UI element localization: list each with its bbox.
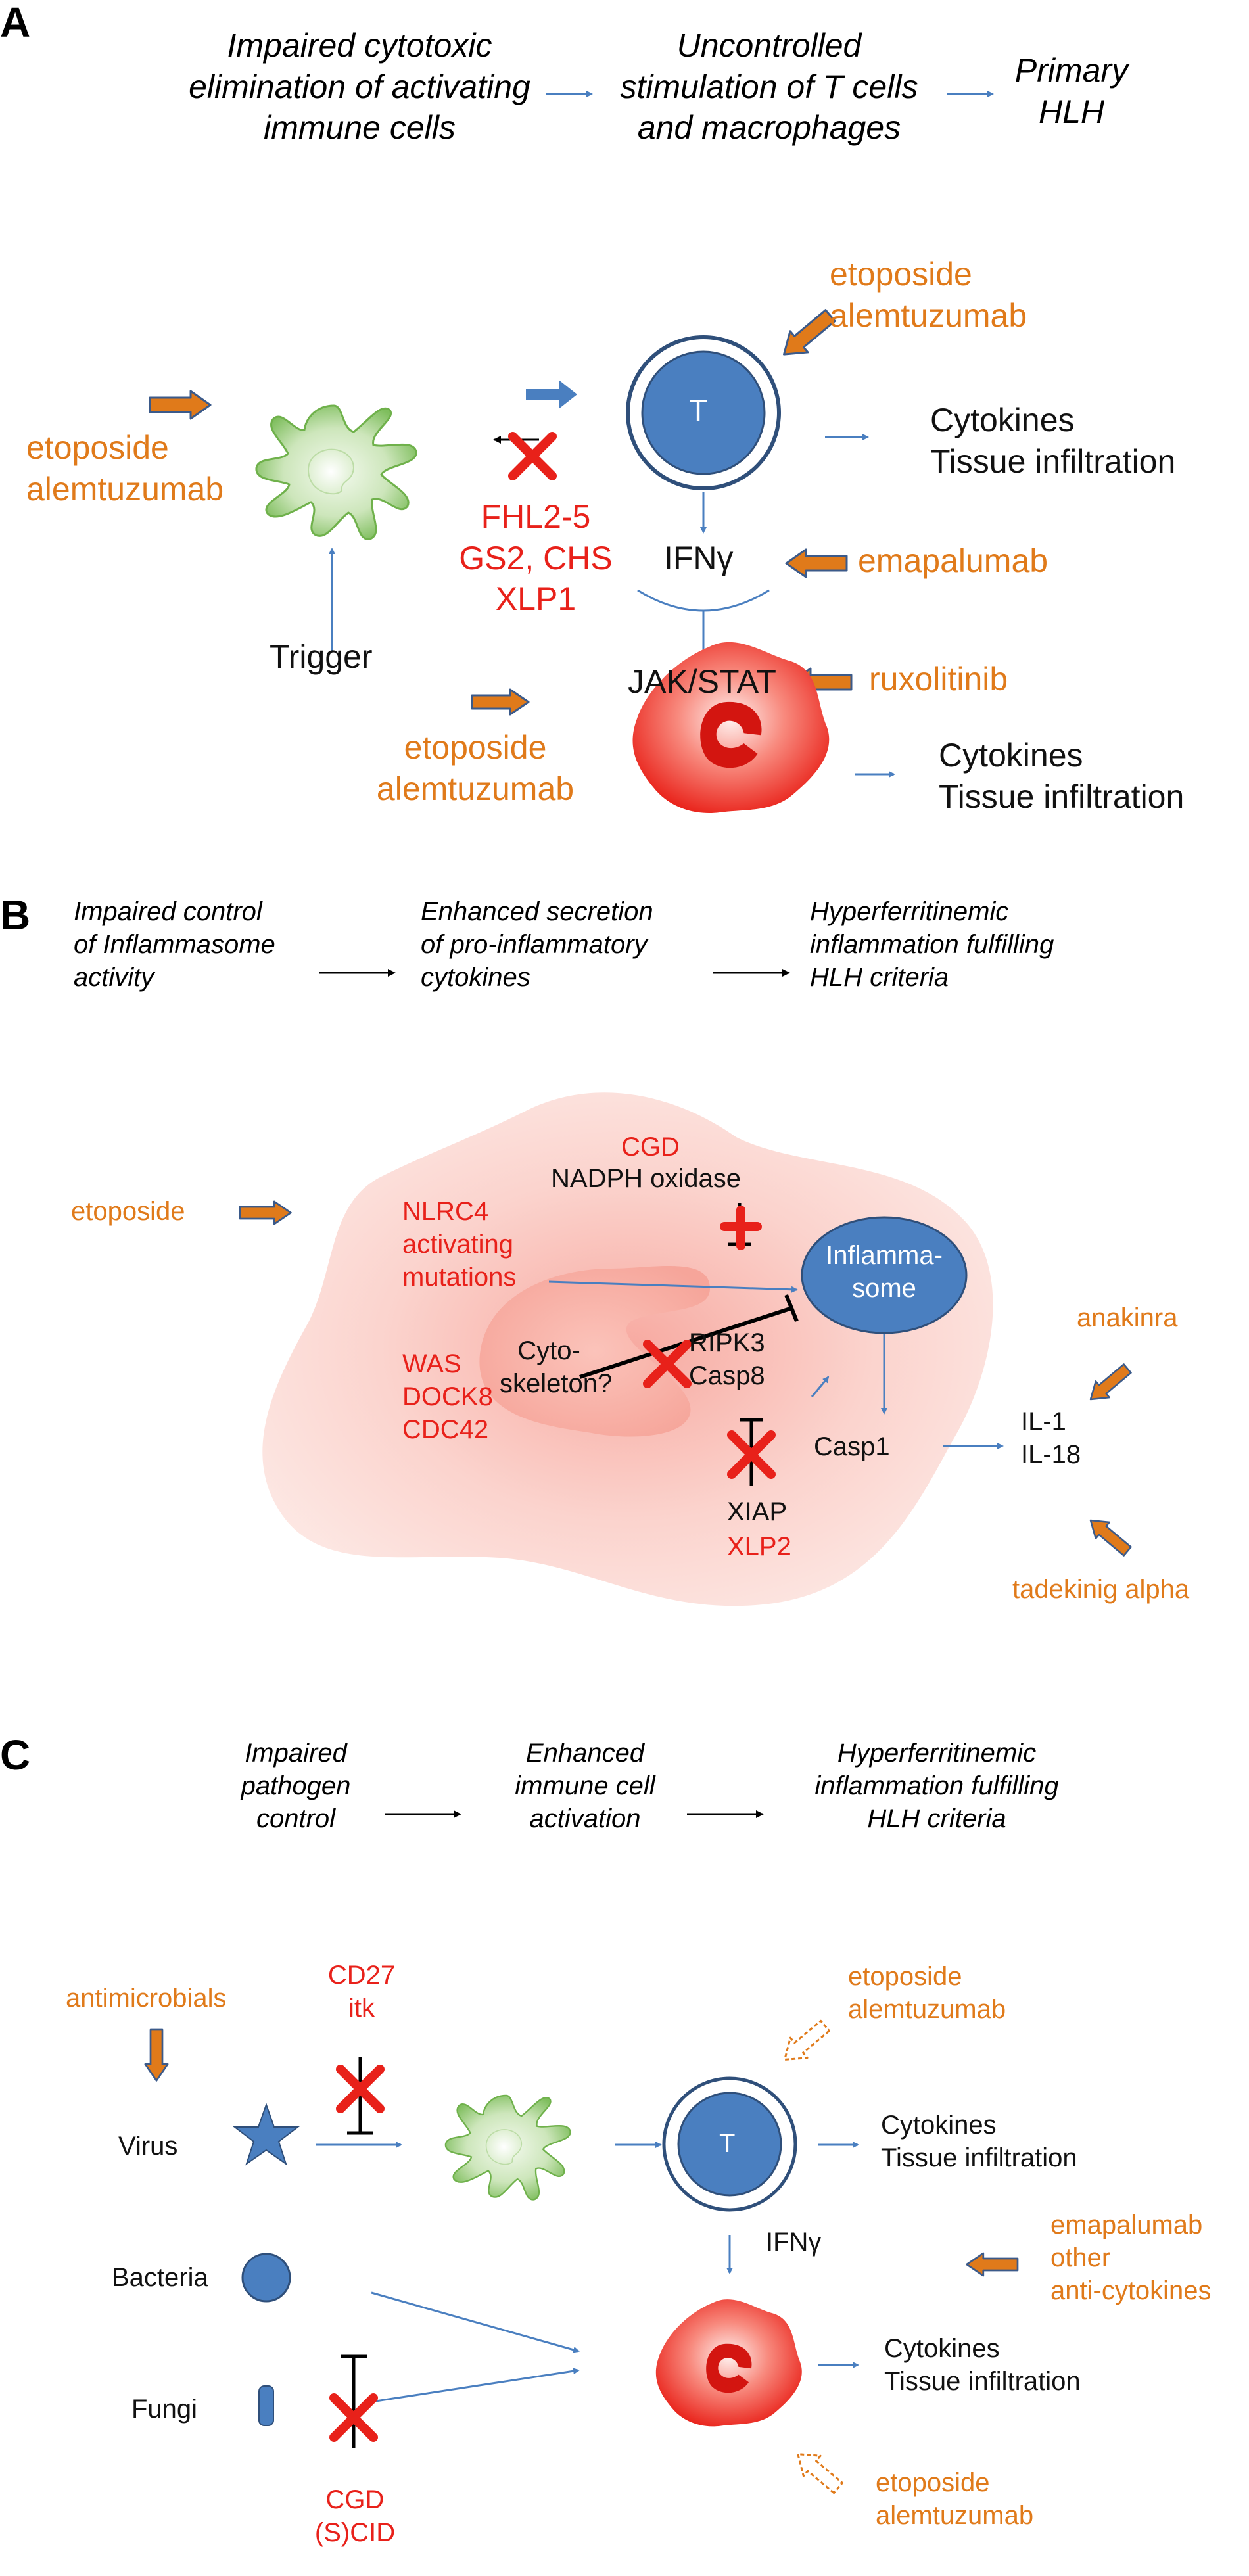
etoposide-arrow-b — [239, 1200, 292, 1225]
flow-c-step-1: Impaired pathogen control — [241, 1739, 351, 1833]
cytoskeleton-inhibit-bar-b — [784, 1294, 799, 1323]
anti-cytokine-label-c: emapalumab other anti-cytokines — [1050, 2211, 1212, 2305]
xlp2-label-b: XLP2 — [727, 1532, 791, 1561]
anti-cytokine-arrow-c — [966, 2252, 1019, 2277]
panel-a-graphics — [149, 91, 994, 814]
virus-star-c — [233, 2102, 300, 2166]
flow-b-step-1: Impaired control of Inflammasome activit… — [74, 897, 275, 992]
nlrc4-label-b: NLRC4 activating mutations — [402, 1197, 517, 1292]
drug-arrow-ifn-a — [785, 548, 848, 578]
block-x-a — [513, 436, 552, 476]
fungi-rect-c — [258, 2385, 274, 2426]
anakinra-label-b: anakinra — [1077, 1303, 1178, 1332]
drug-label-bottom-c: etoposide alemtuzumab — [876, 2468, 1034, 2530]
was-label-b: WAS DOCK8 CDC42 — [402, 1349, 493, 1444]
trigger-label-a: Trigger — [270, 638, 373, 675]
activation-arrow-a — [526, 380, 577, 409]
cgd-label-c: CGD (S)CID — [314, 2485, 396, 2547]
cytokines-label-a1: Cytokines Tissue infiltration — [930, 402, 1176, 480]
genes-label-a: FHL2-5 GS2, CHS XLP1 — [459, 498, 613, 617]
fungi-label-c: Fungi — [131, 2395, 198, 2424]
anakinra-arrow-b — [1083, 1359, 1135, 1409]
tadekinig-label-b: tadekinig alpha — [1012, 1575, 1190, 1604]
antimicrobials-label-c: antimicrobials — [66, 1984, 227, 2013]
drug-arrow-bottom-a — [471, 688, 530, 716]
bacteria-arrow-c — [371, 2291, 580, 2353]
flow-b-step-3: Hyperferritinemic inflammation fulfillin… — [810, 897, 1054, 992]
tadekinig-arrow-b — [1083, 1511, 1135, 1560]
drug-label-bottom-a: etoposide alemtuzumab — [376, 729, 575, 807]
panel-b-graphics — [239, 969, 1135, 1606]
nadph-label-b: NADPH oxidase — [551, 1164, 742, 1193]
flow-c-step-2: Enhanced immune cell activation — [515, 1739, 655, 1833]
ifn-label-a: IFNγ — [664, 540, 734, 576]
inflammasome-b — [801, 1216, 968, 1334]
xiap-label-b: XIAP — [727, 1497, 788, 1526]
cgd-label-b: CGD — [621, 1133, 680, 1161]
t-cell-label-a: T — [689, 393, 708, 427]
panel-label-b: B — [0, 891, 31, 939]
panel-label-c: C — [0, 1731, 31, 1779]
flow-c-step-3: Hyperferritinemic inflammation fulfillin… — [814, 1739, 1059, 1833]
flow-a-step-3: Primary HLH — [1014, 52, 1129, 130]
macrophage-c — [655, 2299, 802, 2427]
jak-stat-label-a: JAK/STAT — [628, 663, 776, 700]
flow-a-step-2: Uncontrolled stimulation of T cells and … — [620, 27, 918, 146]
flow-b-step-2: Enhanced secretion of pro-inflammatory c… — [421, 897, 653, 992]
panel-c-graphics — [144, 1810, 1019, 2499]
dendritic-cell-c — [444, 2094, 571, 2201]
nucleus-b — [479, 1266, 710, 1437]
drug-label-top-a: etoposide alemtuzumab — [830, 256, 1027, 334]
antimicrobials-arrow-c — [144, 2028, 169, 2082]
virus-label-c: Virus — [118, 2132, 178, 2161]
il-label-b: IL-1 IL-18 — [1021, 1407, 1081, 1469]
cytokines-label-a2: Cytokines Tissue infiltration — [939, 737, 1185, 815]
t-cell-label-c: T — [719, 2129, 736, 2158]
fungi-arrow-c — [371, 2368, 580, 2403]
casp1-label-b: Casp1 — [814, 1432, 890, 1461]
bacteria-circle-c — [241, 2253, 291, 2303]
dashed-arrow-top-c — [775, 2015, 835, 2071]
cytokines-label-c1: Cytokines Tissue infiltration — [881, 2111, 1077, 2172]
ifn-label-c: IFNγ — [766, 2228, 822, 2257]
t-cell-inner-a — [641, 350, 766, 475]
panel-label-a: A — [0, 0, 31, 46]
ifn-receptor-a — [637, 589, 770, 612]
ripk3-label-b: RIPK3 Casp8 — [689, 1328, 765, 1390]
drug-label-ifn-a: emapalumab — [858, 542, 1049, 579]
inflammasome-label-b: Inflamma- some — [826, 1241, 943, 1303]
dashed-arrow-bottom-c — [788, 2443, 848, 2499]
drug-label-top-c: etoposide alemtuzumab — [848, 1962, 1006, 2024]
cd27-label-c: CD27 itk — [327, 1961, 396, 2023]
ripk3-arrow-b — [811, 1376, 830, 1397]
cytoskeleton-label-b: Cyto- skeleton? — [500, 1336, 613, 1398]
cytokines-label-c2: Cytokines Tissue infiltration — [884, 2334, 1081, 2396]
drug-label-jak-a: ruxolitinib — [869, 661, 1008, 697]
t-cell-inner-c — [677, 2092, 782, 2197]
drug-label-left-a: etoposide alemtuzumab — [26, 429, 224, 507]
etoposide-label-b: etoposide — [71, 1197, 185, 1226]
flow-a-step-1: Impaired cytotoxic elimination of activa… — [189, 27, 530, 146]
nlrc4-arrow-b — [548, 1280, 798, 1293]
bacteria-label-c: Bacteria — [112, 2263, 208, 2292]
dendritic-cell-a — [255, 404, 417, 540]
drug-arrow-left-a — [149, 390, 212, 420]
